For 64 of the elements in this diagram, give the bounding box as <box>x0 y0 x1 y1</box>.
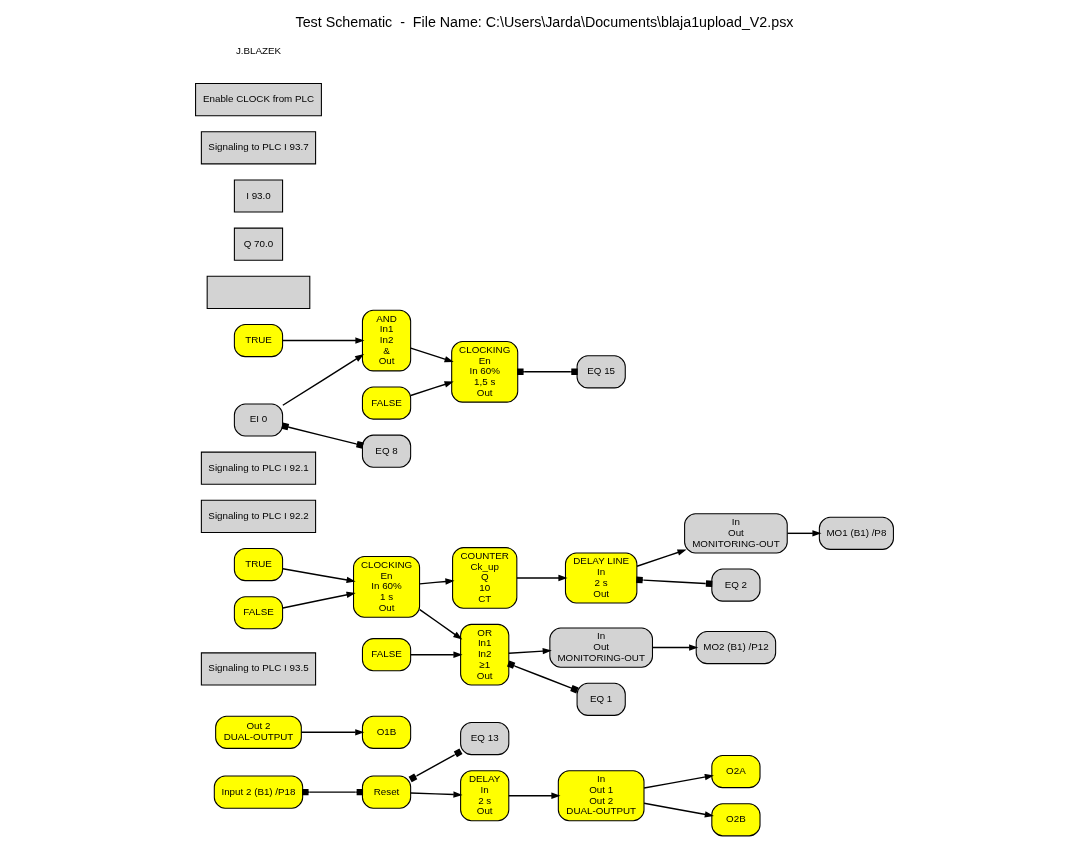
connector <box>280 422 364 449</box>
connector <box>516 368 578 375</box>
node-box: Reset <box>361 775 411 809</box>
arrow <box>418 608 462 640</box>
node-box: EQ 8 <box>361 434 411 468</box>
arrow <box>409 651 463 658</box>
arrow <box>409 347 454 363</box>
arrow <box>281 591 356 609</box>
node-box: O2A <box>710 755 761 789</box>
node-box: EQ 15 <box>576 355 626 389</box>
arrow <box>651 644 698 651</box>
node-box: EI 0 <box>233 403 283 437</box>
node-box: Enable CLOCK from PLC <box>194 83 322 117</box>
node-box: FALSE <box>361 386 411 420</box>
node-box: Signaling to PLC I 93.5 <box>200 652 316 686</box>
node-box: FALSE <box>233 596 283 630</box>
connector <box>301 788 363 796</box>
node-box: Out 2 DUAL-OUTPUT <box>214 715 302 749</box>
node-box: Q 70.0 <box>233 227 283 261</box>
arrow <box>409 381 454 397</box>
connector <box>635 576 712 588</box>
connector <box>506 660 579 694</box>
node-box: EQ 2 <box>710 568 761 602</box>
node-box: COUNTER Ck_up Q 10 CT <box>451 547 517 609</box>
node-box: In Out 1 Out 2 DUAL-OUTPUT <box>557 770 645 822</box>
arrow <box>642 773 714 789</box>
node-box <box>206 275 310 309</box>
arrow <box>786 530 821 537</box>
arrow <box>300 729 364 736</box>
arrow <box>642 802 714 818</box>
arrow <box>635 549 687 567</box>
node-box: Input 2 (B1) /P18 <box>213 775 303 809</box>
node-box: CLOCKING En In 60% 1,5 s Out <box>450 340 518 403</box>
node-box: EQ 1 <box>576 682 626 716</box>
label: J.BLAZEK <box>235 44 281 56</box>
node-box: DELAY In 2 s Out <box>459 770 509 822</box>
node-box: EQ 13 <box>459 721 509 756</box>
node-box: O1B <box>361 715 411 749</box>
connector <box>408 748 463 783</box>
node-box: TRUE <box>233 547 283 582</box>
node-box: MO2 (B1) /P12 <box>695 630 776 665</box>
node-box: I 93.0 <box>233 179 283 213</box>
node-box: FALSE <box>361 638 411 672</box>
node-box: In Out MONITORING-OUT <box>683 513 788 554</box>
node-box: OR In1 In2 ≥1 Out <box>459 623 509 686</box>
node-box: Signaling to PLC I 92.2 <box>200 499 316 533</box>
node-box: Signaling to PLC I 92.1 <box>200 451 316 485</box>
arrow <box>418 578 454 585</box>
node-box: O2B <box>710 803 761 837</box>
arrow <box>281 567 356 584</box>
arrow <box>507 647 552 655</box>
arrow <box>515 574 567 582</box>
node-box: TRUE <box>233 323 283 358</box>
node-box: In Out MONITORING-OUT <box>548 627 653 668</box>
arrow <box>281 354 364 406</box>
node-box: MO1 (B1) /P8 <box>818 516 894 550</box>
arrow <box>507 792 560 799</box>
node-box: CLOCKING En In 60% 1 s Out <box>352 556 420 618</box>
node-box: DELAY LINE In 2 s Out <box>564 552 637 604</box>
node-box: Signaling to PLC I 93.7 <box>200 131 316 165</box>
arrow <box>281 337 364 344</box>
arrow <box>409 791 462 798</box>
node-box: AND In1 In2 & Out <box>361 309 411 372</box>
diagram-title: Test Schematic - File Name: C:\Users\Jarda\Documents\blaja1upload_V2.psx <box>295 14 793 31</box>
